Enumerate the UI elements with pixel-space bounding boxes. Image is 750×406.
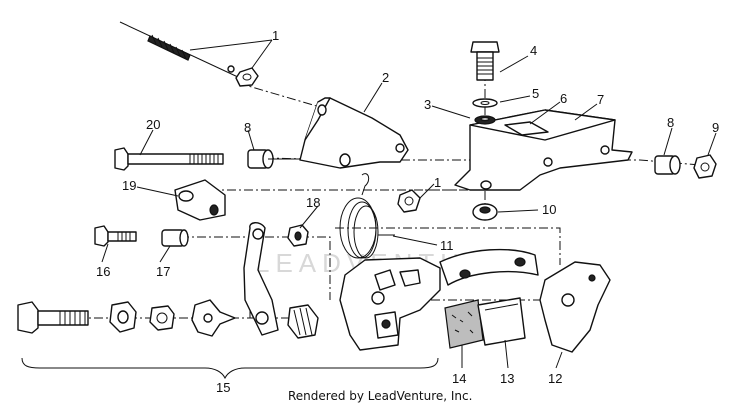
long-bolt (114, 147, 224, 171)
callout-1b: 1 (434, 175, 441, 190)
callout-15: 15 (216, 380, 230, 395)
callout-19: 19 (122, 178, 136, 193)
washer-upper (472, 98, 498, 108)
callout-14: 14 (452, 371, 466, 386)
callout-12: 12 (548, 371, 562, 386)
callout-16: 16 (96, 264, 110, 279)
torsion-spring (339, 173, 395, 259)
caliper-body (339, 257, 441, 351)
callout-8b: 8 (667, 115, 674, 130)
callout-5: 5 (532, 86, 539, 101)
spacer-10 (472, 203, 498, 221)
short-bolt (94, 225, 137, 247)
lever-arm (243, 222, 279, 336)
callout-20: 20 (146, 117, 160, 132)
nut-9 (693, 154, 717, 179)
caliper-half (539, 261, 611, 353)
bushing (161, 229, 189, 247)
callout-9: 9 (712, 120, 719, 135)
callout-17: 17 (156, 264, 170, 279)
callout-7: 7 (597, 92, 604, 107)
callout-11: 11 (440, 238, 454, 253)
callout-6: 6 (560, 91, 567, 106)
vertical-bolt (470, 41, 500, 125)
callout-2: 2 (382, 70, 389, 85)
leader-lines (101, 39, 717, 369)
callout-18: 18 (306, 195, 320, 210)
swivel-block (174, 179, 226, 221)
spacer-left (247, 149, 300, 169)
callout-1a: 1 (272, 28, 279, 43)
callout-4: 4 (530, 43, 537, 58)
brake-shoe (439, 248, 539, 286)
callout-10: 10 (542, 202, 556, 217)
spacer-right (654, 155, 681, 175)
brake-pad-13 (477, 297, 526, 346)
footer-credit: Rendered by LeadVenture, Inc. (288, 389, 472, 403)
bracket-plate (299, 97, 409, 169)
callout-8a: 8 (244, 120, 251, 135)
small-nut (287, 224, 309, 247)
nut-right (397, 189, 421, 213)
callouts: 1 2 3 4 5 6 7 8 8 9 10 1 11 12 13 14 15 … (96, 28, 719, 395)
callout-3: 3 (424, 97, 431, 112)
hardware-stack-15 (17, 299, 236, 337)
cable-nut (235, 67, 259, 87)
group-brace-15 (21, 357, 439, 380)
cable-assembly (119, 21, 259, 87)
brake-pad-14 (444, 299, 484, 349)
callout-13: 13 (500, 371, 514, 386)
threaded-rod (287, 304, 319, 339)
